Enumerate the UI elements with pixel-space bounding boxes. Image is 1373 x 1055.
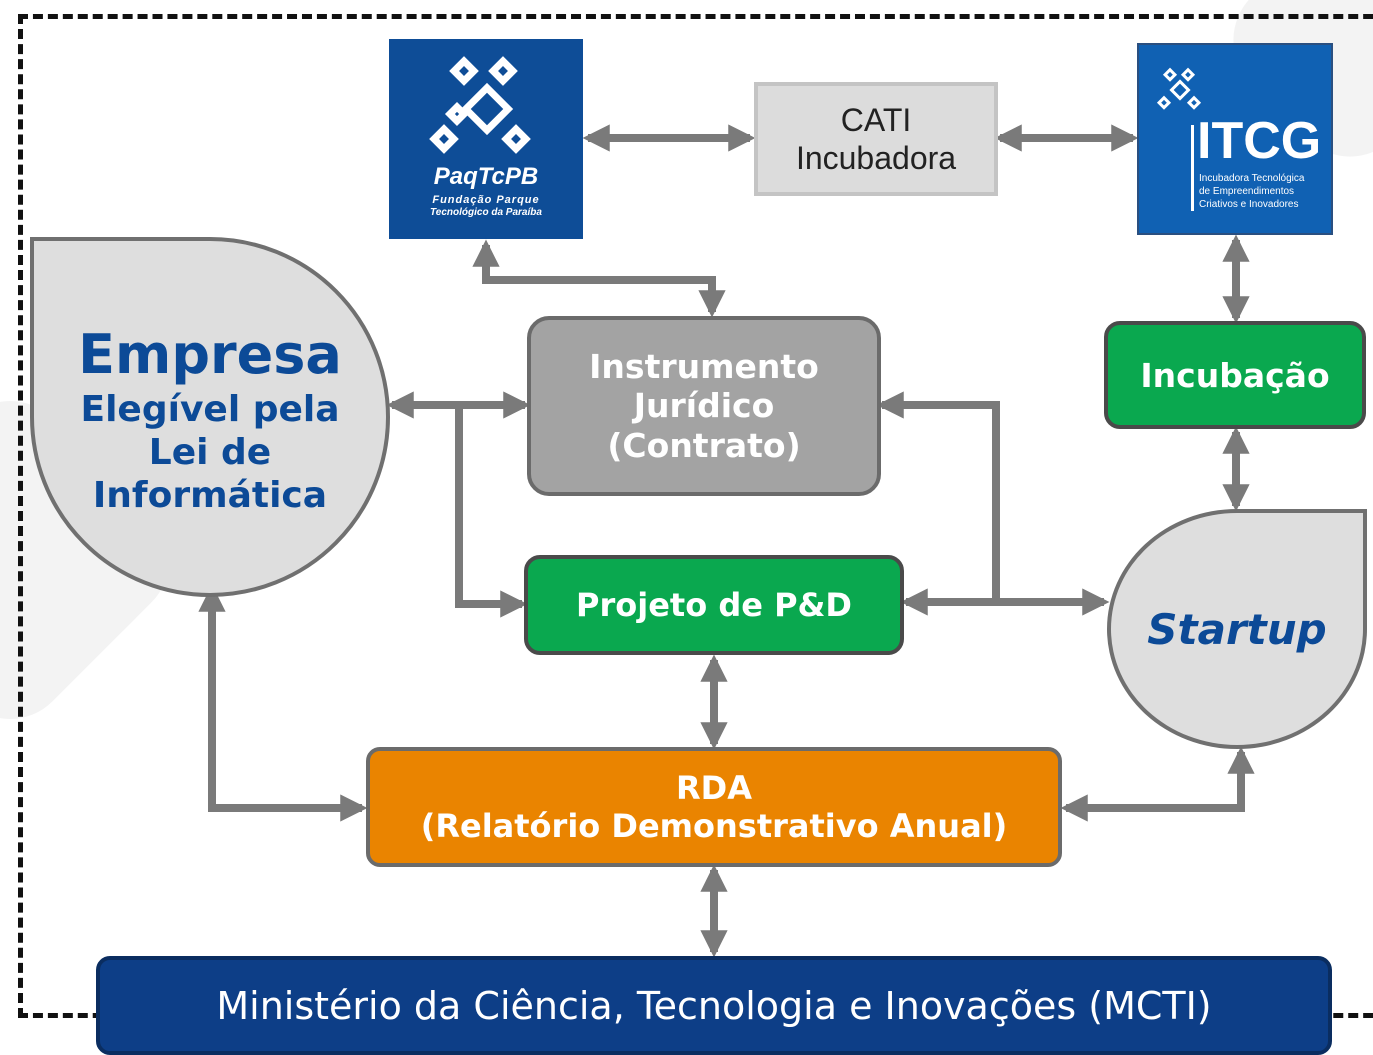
arrow-startup-instrumento: [876, 391, 1000, 602]
mcti-label: Ministério da Ciência, Tecnologia e Inov…: [216, 983, 1212, 1028]
paqtcpb-mark-icon: [429, 56, 531, 154]
itcg-subtitle-2: de Empreendimentos: [1199, 186, 1295, 197]
rda-title: RDA: [676, 768, 752, 807]
incubacao-box: Incubação: [1104, 321, 1366, 429]
instrumento-line-1: Instrumento: [589, 346, 819, 386]
instrumento-line-2: Jurídico: [633, 386, 775, 426]
paqtcpb-name: PaqTcPB: [433, 163, 539, 190]
empresa-title: Empresa: [78, 322, 342, 386]
rda-subtitle: (Relatório Demonstrativo Anual): [420, 807, 1008, 845]
startup-node: Startup: [1107, 509, 1367, 749]
cati-incubadora-box: CATI Incubadora: [754, 82, 998, 196]
incubacao-label: Incubação: [1140, 355, 1330, 395]
empresa-node: Empresa Elegível pela Lei de Informática: [30, 237, 390, 597]
paqtcpb-subtitle-1: Fundação Parque: [432, 194, 540, 206]
arrow-rda-startup: [1060, 746, 1255, 822]
paqtcpb-logo: PaqTcPB Fundação Parque Tecnológico da P…: [389, 39, 583, 239]
empresa-line-4: Informática: [92, 474, 328, 516]
itcg-subtitle-3: Criativos e Inovadores: [1199, 199, 1299, 210]
arrow-paqtc-instrumento: [472, 239, 726, 318]
itcg-logo: ITCG Incubadora Tecnológica de Empreendi…: [1137, 43, 1333, 235]
paqtcpb-subtitle-2: Tecnológico da Paraíba: [430, 207, 542, 218]
itcg-mark-icon: [1157, 67, 1202, 110]
itcg-divider: [1191, 125, 1194, 211]
arrow-empresa-rda: [198, 584, 368, 822]
empresa-line-2: Elegível pela: [80, 388, 340, 430]
projeto-pd-box: Projeto de P&D: [524, 555, 904, 655]
rda-box: RDA (Relatório Demonstrativo Anual): [366, 747, 1062, 867]
arrow-empresa-projeto: [455, 405, 528, 618]
itcg-subtitle-1: Incubadora Tecnológica: [1199, 173, 1305, 184]
mcti-box: Ministério da Ciência, Tecnologia e Inov…: [96, 956, 1332, 1055]
instrumento-line-3: (Contrato): [607, 425, 801, 465]
cati-sublabel: Incubadora: [795, 140, 957, 176]
startup-label: Startup: [1147, 604, 1327, 654]
itcg-name: ITCG: [1197, 112, 1322, 170]
projeto-label: Projeto de P&D: [576, 586, 852, 624]
instrumento-juridico-box: Instrumento Jurídico (Contrato): [527, 316, 881, 496]
empresa-line-3: Lei de: [148, 431, 272, 473]
cati-label: CATI: [840, 101, 912, 138]
